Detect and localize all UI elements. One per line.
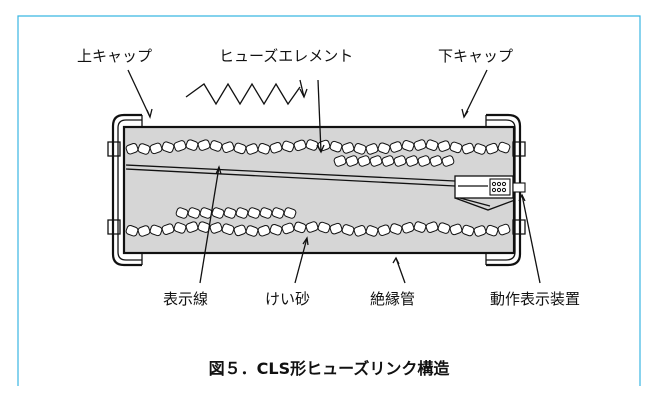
label-lower-cap: 下キャップ xyxy=(438,47,513,65)
bead xyxy=(271,207,285,219)
bead xyxy=(293,221,307,234)
bead xyxy=(461,142,475,155)
bead xyxy=(173,140,187,152)
bead xyxy=(283,207,297,219)
bead xyxy=(305,221,319,233)
bead xyxy=(137,143,151,155)
label-fuse-element: ヒューズエレメント xyxy=(219,47,353,65)
bead xyxy=(233,224,247,237)
bead xyxy=(149,142,163,155)
bead xyxy=(305,139,319,151)
bead xyxy=(473,143,487,155)
bead xyxy=(341,224,355,236)
bead xyxy=(223,207,237,219)
bead xyxy=(485,224,499,237)
bead xyxy=(365,143,379,155)
bead xyxy=(377,224,391,236)
upper-cap xyxy=(107,113,143,267)
bead xyxy=(209,222,223,234)
bead xyxy=(437,222,451,234)
bead xyxy=(449,223,463,236)
bead xyxy=(329,140,343,153)
bead xyxy=(485,142,499,155)
bead xyxy=(437,140,451,152)
bead xyxy=(389,141,403,153)
bead xyxy=(197,139,211,151)
bead xyxy=(381,155,395,167)
bead xyxy=(341,142,355,154)
bead xyxy=(413,221,427,233)
bead xyxy=(497,223,511,236)
bead xyxy=(161,223,175,235)
operation-indicator-device xyxy=(454,175,526,211)
bead xyxy=(329,222,343,235)
bead xyxy=(365,225,379,237)
bead xyxy=(429,155,443,167)
label-indicator-wire: 表示線 xyxy=(163,290,208,308)
bead xyxy=(257,224,271,237)
bead xyxy=(425,139,439,151)
bead xyxy=(125,224,139,237)
bead xyxy=(175,207,189,219)
label-insulating-tube: 絶縁管 xyxy=(370,290,415,308)
bead xyxy=(441,155,455,167)
bead xyxy=(473,225,487,237)
bead xyxy=(257,142,271,155)
bead xyxy=(401,139,415,152)
fuse-element-zigzag xyxy=(185,82,301,106)
label-upper-cap: 上キャップ xyxy=(77,47,152,65)
bead xyxy=(281,140,295,153)
bead xyxy=(209,140,223,152)
bead xyxy=(137,225,151,237)
bead xyxy=(357,155,371,167)
bead xyxy=(317,221,331,234)
bead xyxy=(245,143,259,155)
bead xyxy=(353,143,367,155)
indicator-wire xyxy=(125,164,456,187)
fuse-element-lower-beads xyxy=(125,207,511,237)
bead xyxy=(293,139,307,152)
label-silica-sand: けい砂 xyxy=(265,290,310,308)
bead xyxy=(333,155,347,167)
bead xyxy=(353,225,367,237)
bead xyxy=(425,221,439,233)
bead xyxy=(161,141,175,153)
bead xyxy=(247,207,261,219)
bead xyxy=(417,155,431,167)
bead xyxy=(149,224,163,237)
bead xyxy=(269,141,283,154)
bead xyxy=(233,142,247,155)
figure-frame xyxy=(17,15,641,386)
bead xyxy=(185,221,199,233)
bead xyxy=(235,207,249,219)
fuse-element-upper-beads xyxy=(125,139,511,167)
bead xyxy=(245,225,259,237)
bead xyxy=(345,155,359,167)
bead xyxy=(393,155,407,167)
bead xyxy=(401,221,415,234)
bead xyxy=(221,141,235,153)
bead xyxy=(497,141,511,154)
bead xyxy=(269,223,283,236)
bead xyxy=(449,141,463,154)
figure-caption: 図５．CLS形ヒューズリンク構造 xyxy=(209,359,451,378)
bead xyxy=(187,207,201,219)
bead xyxy=(461,224,475,237)
bead xyxy=(369,155,383,167)
bead xyxy=(211,207,225,219)
bead xyxy=(221,223,235,235)
label-operation-indicator: 動作表示装置 xyxy=(490,290,580,308)
bead xyxy=(185,139,199,151)
bead xyxy=(125,142,139,155)
bead xyxy=(259,207,273,219)
bead xyxy=(405,155,419,167)
bead xyxy=(377,142,391,154)
bead xyxy=(389,223,403,235)
bead xyxy=(413,139,427,151)
bead xyxy=(281,222,295,235)
bead xyxy=(173,222,187,234)
leader-lines xyxy=(127,69,541,284)
